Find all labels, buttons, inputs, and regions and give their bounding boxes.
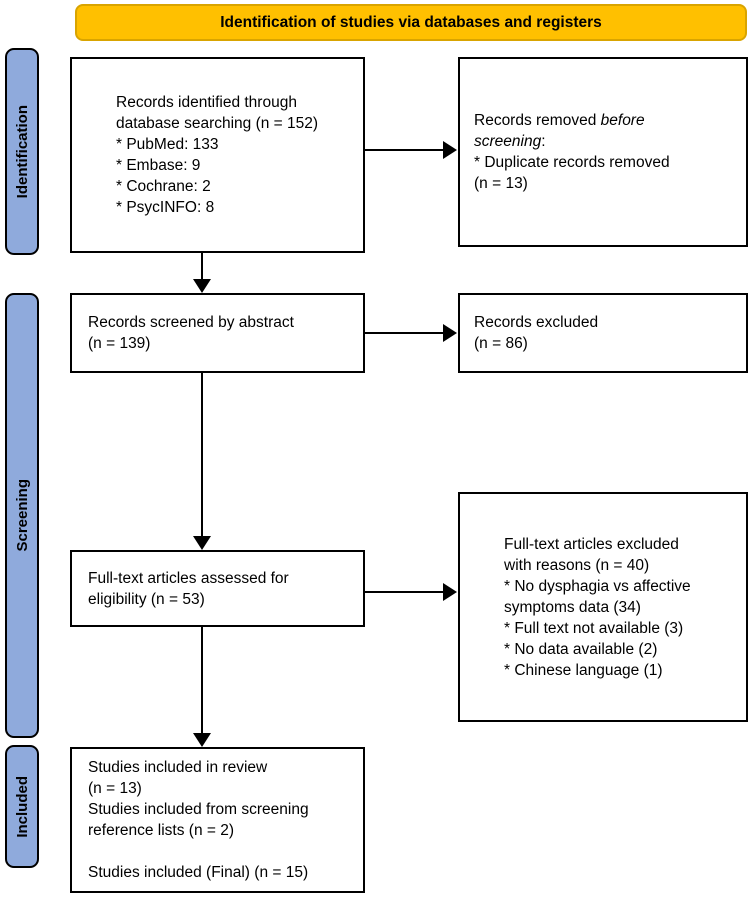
box-text-line: eligibility (n = 53) [88,590,205,608]
box-records-screened: Records screened by abstract (n = 139) [70,293,365,373]
stage-label-screening: Screening [5,293,39,738]
box-text-line [88,841,357,862]
box-fulltext-assessed: Full-text articles assessed for eligibil… [70,550,365,627]
box-text-line: Studies included (Final) (n = 15) [88,864,309,881]
box-text-line: Records identified through [116,94,297,111]
box-text-line: * PubMed: 133 [116,136,219,153]
box-text-line: * Full text not available (3) [504,619,684,637]
stage-label-screening-text: Screening [13,479,31,552]
box-text-line: * Cochrane: 2 [116,178,211,195]
box-text-line: * Embase: 9 [116,157,201,174]
box-text-line: * PsycINFO: 8 [116,199,215,216]
stage-label-identification-text: Identification [13,104,31,199]
box-text-line: Records screened by abstract [88,314,294,331]
box-text-line: (n = 13) [474,175,528,192]
stage-label-included-text: Included [13,775,31,838]
box-text-line: * Chinese language (1) [504,661,663,679]
box-records-identified: Records identified through database sear… [70,57,365,253]
box-records-removed: Records removed before screening: * Dupl… [458,57,748,247]
box-text-line: screening: [474,133,546,150]
box-text-line: Records removed before [474,112,645,129]
box-text-line: reference lists (n = 2) [88,822,235,839]
box-text-line: symptoms data (34) [504,598,641,616]
box-text-line: (n = 86) [474,335,528,352]
box-text-line: database searching (n = 152) [116,115,319,132]
box-text-line: Studies included in review [88,759,268,776]
box-fulltext-excluded: Full-text articles excluded with reasons… [458,492,748,722]
box-text-line: * No dysphagia vs affective [504,577,691,595]
title-banner-label: Identification of studies via databases … [220,13,602,31]
box-text-line: Records excluded [474,314,599,331]
stage-label-identification: Identification [5,48,39,255]
box-text-line: Full-text articles assessed for [88,569,289,587]
stage-label-included: Included [5,745,39,868]
box-text-line: (n = 139) [88,335,151,352]
box-text-line: Studies included from screening [88,801,309,818]
box-text-line: * No data available (2) [504,640,658,658]
box-records-excluded: Records excluded (n = 86) [458,293,748,373]
title-banner: Identification of studies via databases … [75,4,747,41]
box-text-line: * Duplicate records removed [474,154,670,171]
box-text-line: Full-text articles excluded [504,535,679,553]
box-text-line: with reasons (n = 40) [504,556,650,574]
box-text-line: (n = 13) [88,780,142,797]
box-studies-included: Studies included in review (n = 13) Stud… [70,747,365,893]
